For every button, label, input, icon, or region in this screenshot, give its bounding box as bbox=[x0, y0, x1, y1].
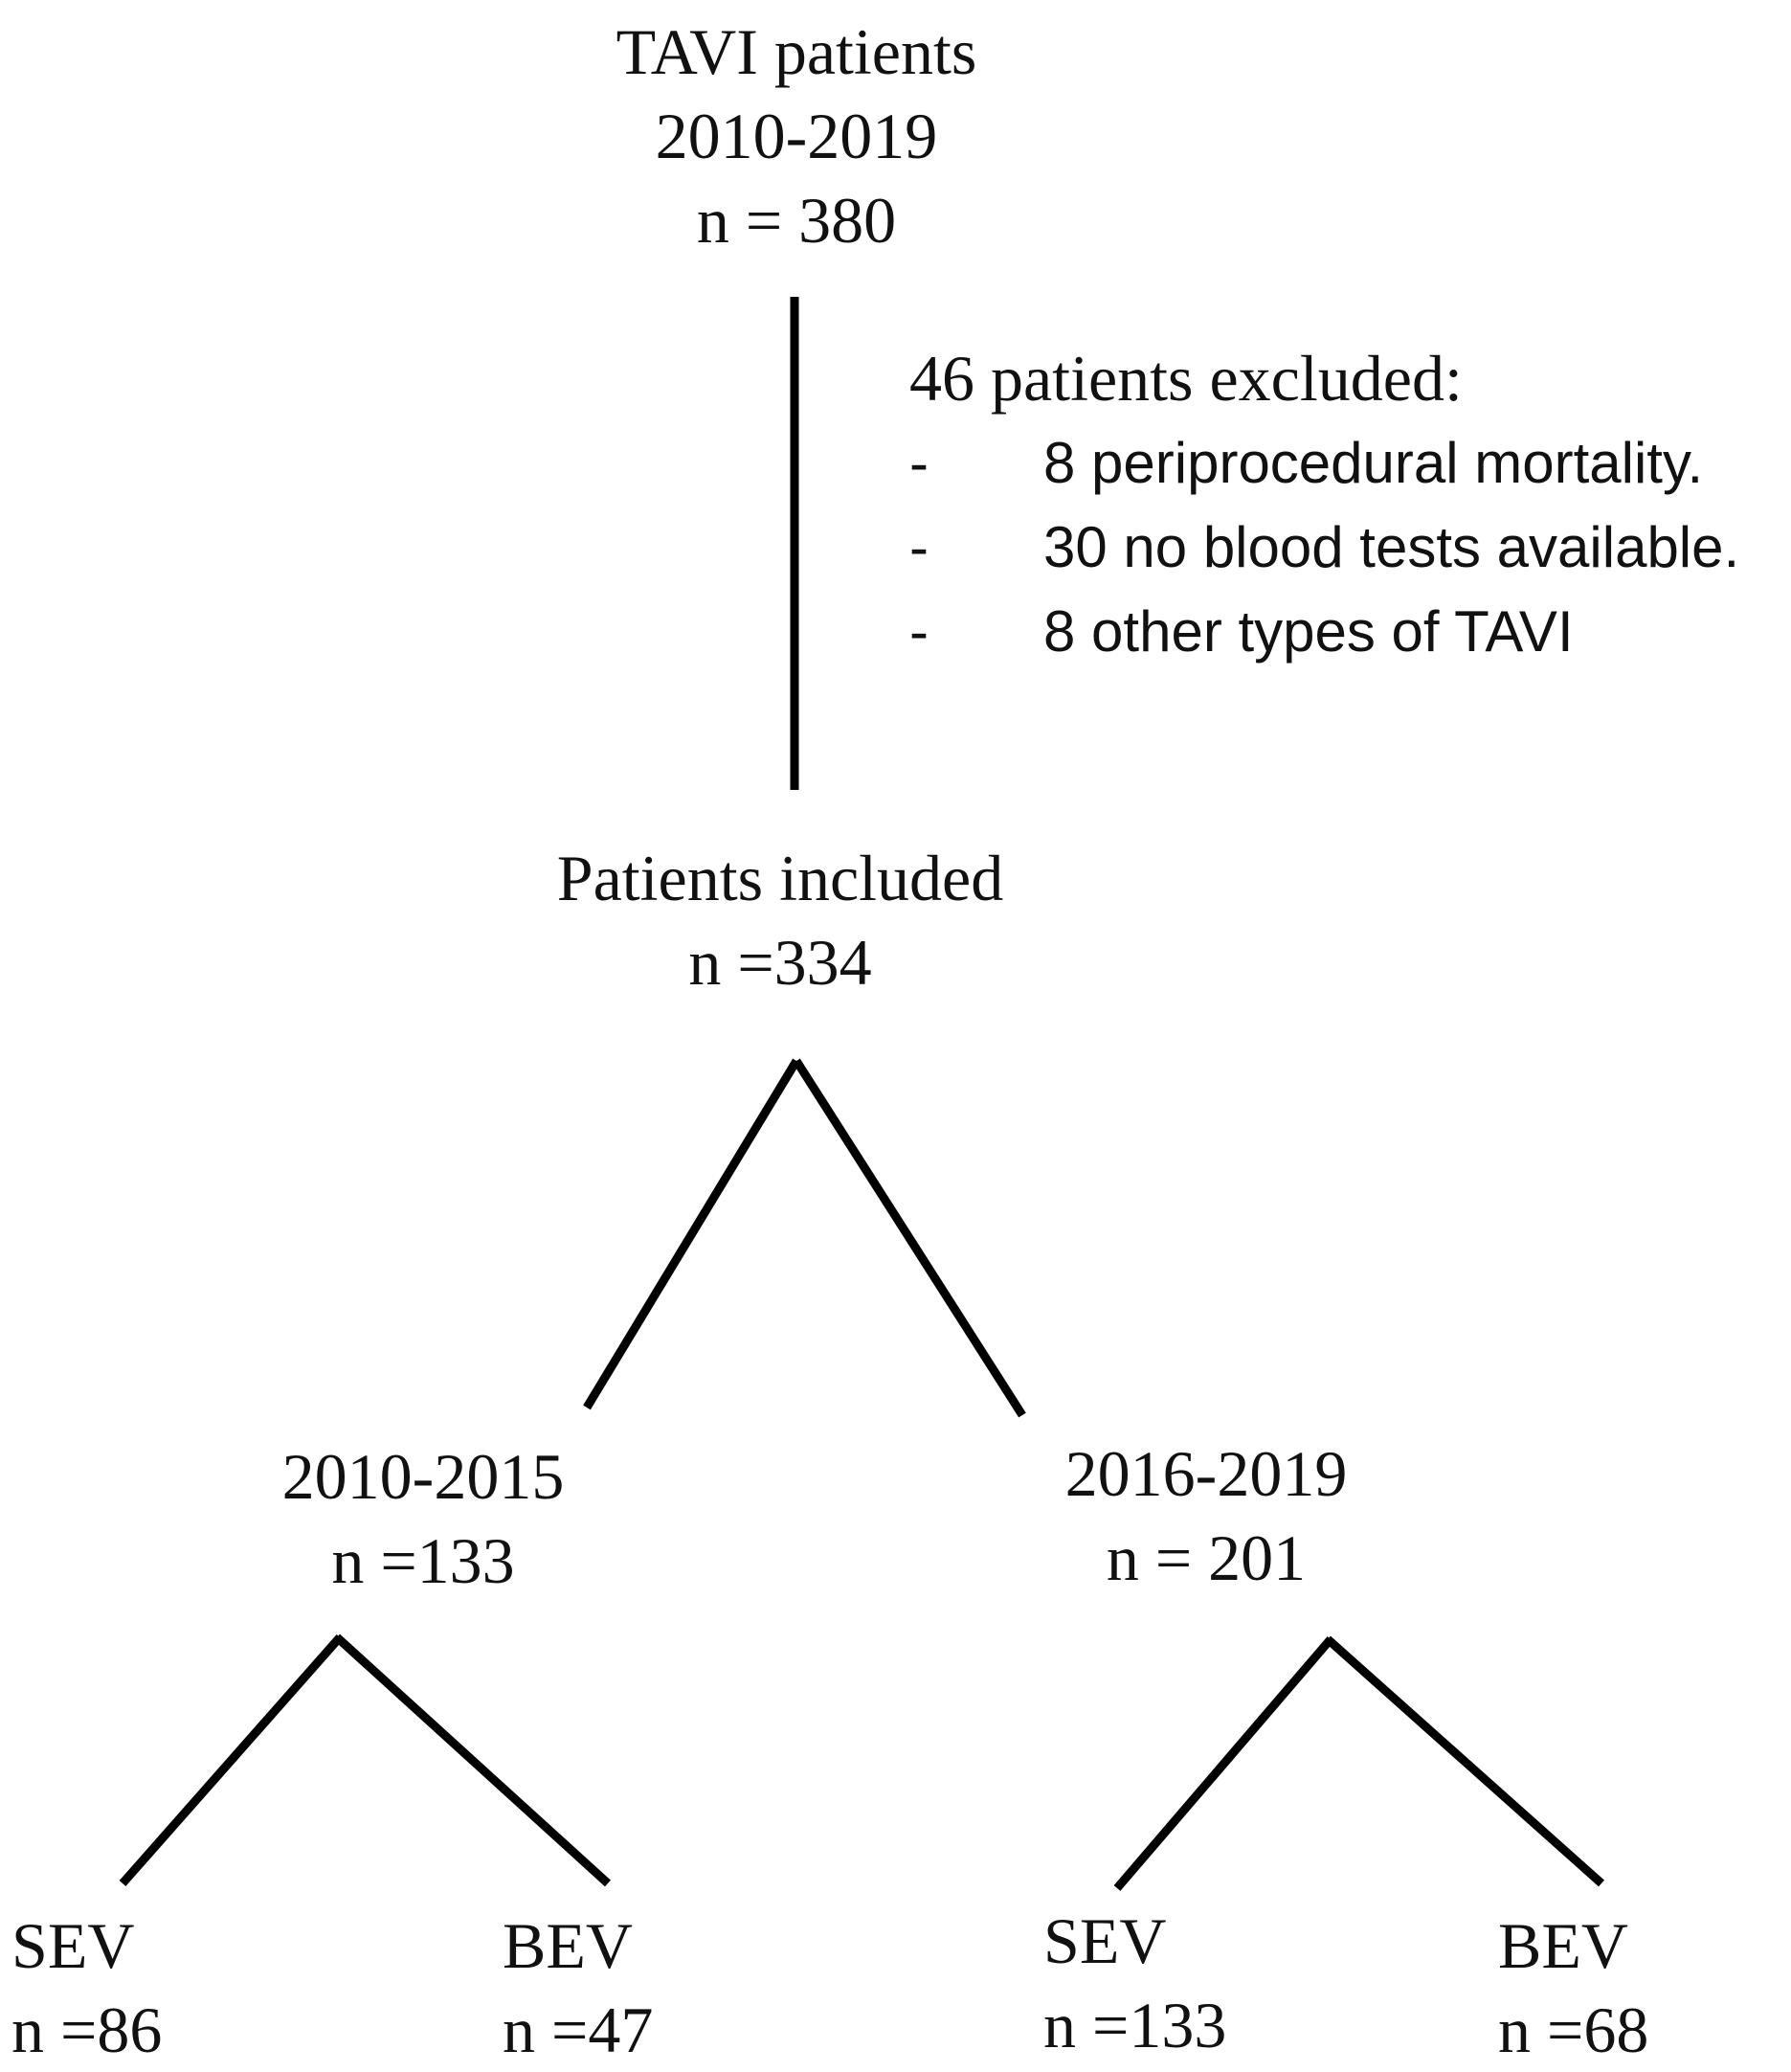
included-count: n =334 bbox=[688, 926, 872, 999]
included-title: Patients included bbox=[556, 842, 1004, 914]
late-sev-label: SEV bbox=[1043, 1904, 1167, 1977]
exclusion-text: 30 no blood tests available. bbox=[1043, 515, 1740, 579]
included-to-late-line bbox=[793, 1058, 1026, 1418]
late-sev-node: SEV n =133 bbox=[1043, 1899, 1226, 2067]
period-early-count: n =133 bbox=[331, 1524, 515, 1597]
exclusion-box: 46 patients excluded: - 8 periprocedural… bbox=[909, 335, 1739, 674]
period-early-node: 2010-2015 n =133 bbox=[282, 1434, 565, 1603]
late-to-sev-line bbox=[1113, 1636, 1334, 1891]
early-to-sev-line bbox=[119, 1634, 344, 1886]
late-bev-label: BEV bbox=[1498, 1909, 1628, 1982]
period-late-count: n = 201 bbox=[1106, 1521, 1307, 1594]
late-sev-count: n =133 bbox=[1043, 1989, 1227, 2061]
early-to-bev-line bbox=[333, 1633, 612, 1887]
early-sev-node: SEV n =86 bbox=[11, 1903, 162, 2072]
early-sev-count: n =86 bbox=[11, 1993, 163, 2066]
period-late-node: 2016-2019 n = 201 bbox=[1065, 1431, 1348, 1600]
root-node: TAVI patients 2010-2019 n = 380 bbox=[616, 10, 977, 262]
included-node: Patients included n =334 bbox=[557, 836, 1003, 1004]
early-sev-label: SEV bbox=[11, 1909, 135, 1982]
late-to-bev-line bbox=[1325, 1635, 1604, 1887]
root-title: TAVI patients bbox=[616, 15, 977, 88]
exclusion-text: 8 other types of TAVI bbox=[1043, 599, 1574, 664]
root-count: n = 380 bbox=[696, 184, 897, 257]
late-bev-count: n =68 bbox=[1498, 1993, 1649, 2066]
exclusion-item: - 30 no blood tests available. bbox=[909, 506, 1739, 590]
exclusion-item: - 8 periprocedural mortality. bbox=[909, 421, 1739, 506]
exclusion-bullet: - bbox=[909, 431, 929, 495]
early-bev-count: n =47 bbox=[503, 1993, 654, 2066]
period-late-label: 2016-2019 bbox=[1064, 1437, 1348, 1510]
exclusion-bullet: - bbox=[909, 515, 929, 579]
exclusion-text: 8 periprocedural mortality. bbox=[1043, 431, 1704, 495]
included-to-early-line bbox=[583, 1058, 800, 1410]
early-bev-node: BEV n =47 bbox=[503, 1903, 653, 2072]
late-bev-node: BEV n =68 bbox=[1498, 1903, 1648, 2072]
exclusion-item: - 8 other types of TAVI bbox=[909, 590, 1739, 674]
exclusion-bullet: - bbox=[909, 599, 929, 664]
early-bev-label: BEV bbox=[503, 1909, 633, 1982]
root-period: 2010-2019 bbox=[655, 100, 938, 172]
period-early-label: 2010-2015 bbox=[281, 1440, 565, 1513]
exclusion-title: 46 patients excluded: bbox=[909, 342, 1463, 415]
